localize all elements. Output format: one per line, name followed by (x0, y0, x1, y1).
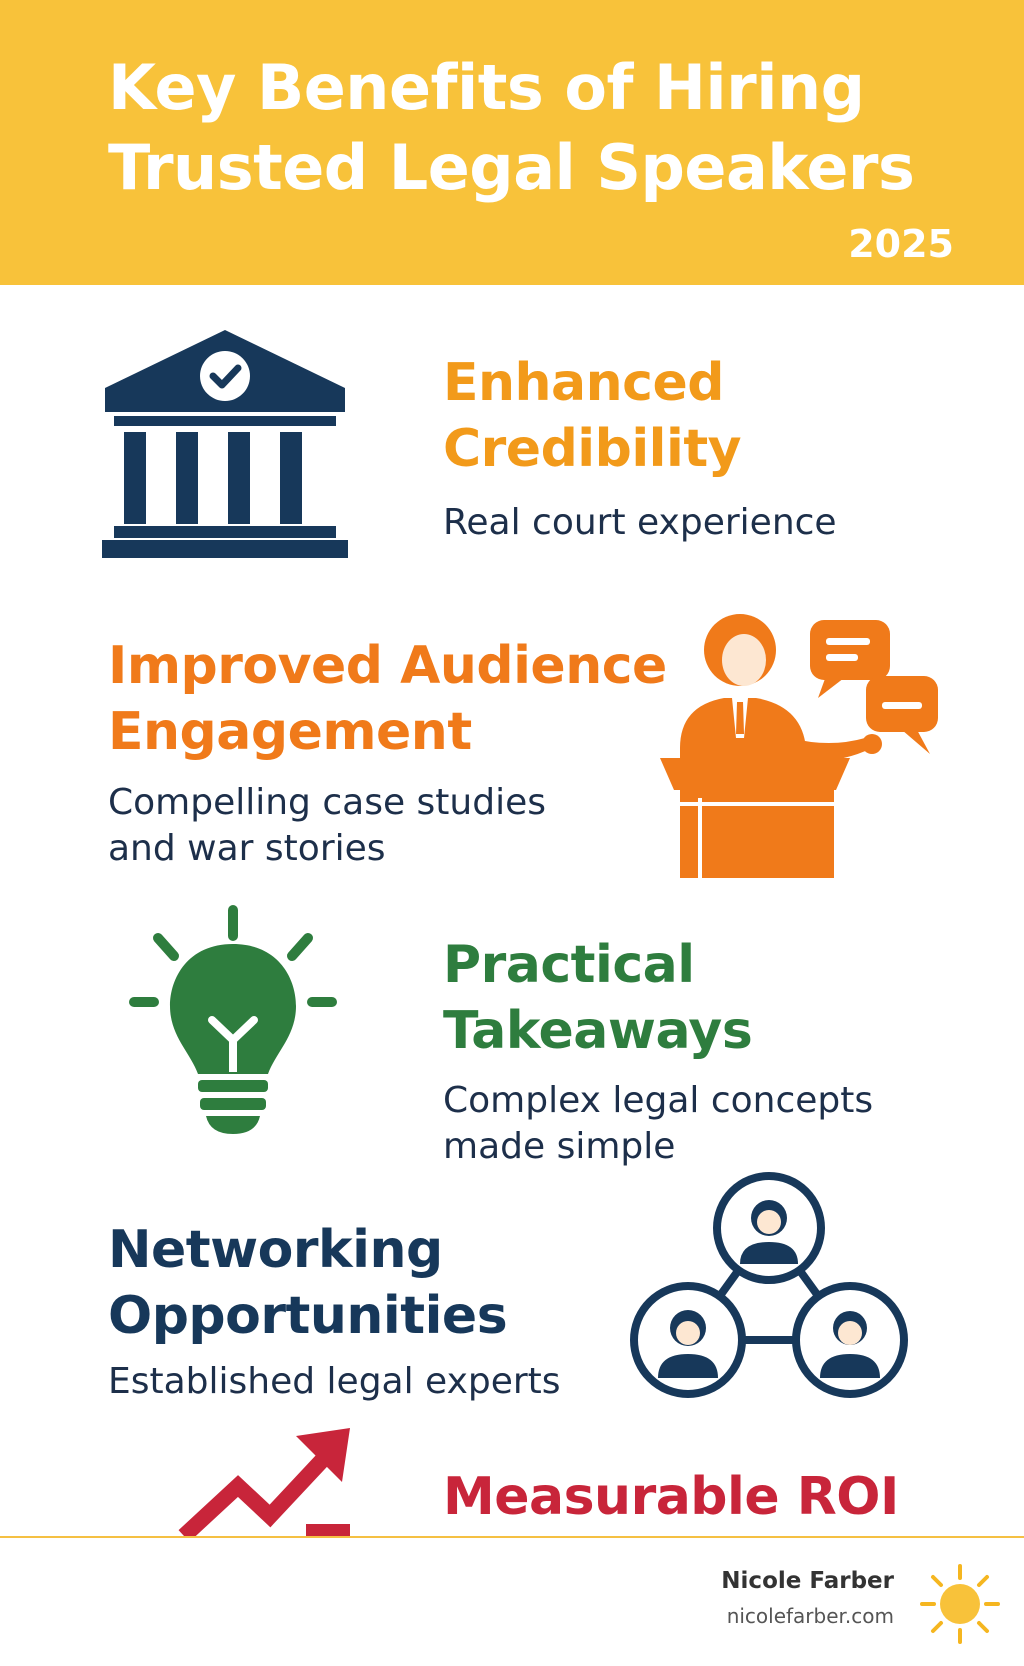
page-title: Key Benefits of Hiring Trusted Legal Spe… (108, 51, 915, 204)
benefit-title-credibility: Enhanced Credibility (443, 353, 742, 479)
footer-divider (0, 1536, 1024, 1538)
author-website-link[interactable]: nicolefarber.com (726, 1604, 894, 1628)
benefit-title-networking: Networking Opportunities (108, 1220, 508, 1346)
sun-icon (920, 1564, 1000, 1644)
lightbulb-icon (129, 905, 337, 1134)
benefit-desc-engagement: Compelling case studies and war stories (108, 782, 546, 869)
benefit-desc-takeaways: Complex legal concepts made simple (443, 1080, 874, 1167)
benefit-title-takeaways: Practical Takeaways (443, 935, 753, 1061)
benefit-title-roi: Measurable ROI (443, 1467, 899, 1527)
courthouse-check-icon (102, 330, 348, 558)
header-banner: Key Benefits of Hiring Trusted Legal Spe… (0, 0, 1024, 285)
year-label: 2025 (848, 222, 954, 266)
people-network-icon (630, 1172, 908, 1398)
speaker-podium-icon (660, 614, 938, 878)
benefit-desc-credibility: Real court experience (443, 502, 837, 543)
author-name: Nicole Farber (721, 1568, 894, 1594)
benefit-title-engagement: Improved Audience Engagement (108, 636, 667, 762)
benefit-desc-networking: Established legal experts (108, 1361, 561, 1402)
trend-arrow-icon (178, 1428, 350, 1536)
